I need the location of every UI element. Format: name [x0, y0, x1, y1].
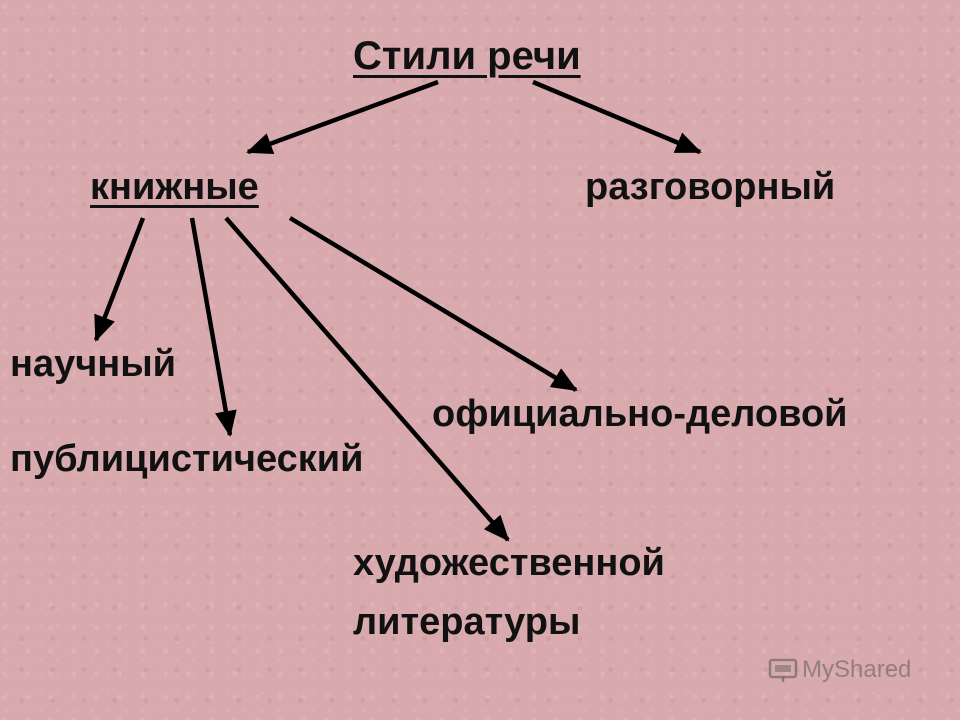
- node-scientific: научный: [10, 343, 177, 385]
- arrow-bookish-to-artistic: [224, 216, 510, 542]
- node-official: официально-деловой: [432, 393, 848, 435]
- projector-icon: [768, 658, 798, 682]
- arrow-title-to-colloquial: [532, 79, 702, 155]
- arrow-bookish-to-publicistic: [189, 217, 237, 437]
- node-artistic-line2: литературы: [353, 601, 581, 643]
- node-artistic-line1: художественной: [353, 542, 665, 584]
- watermark: MyShared: [768, 656, 911, 684]
- arrow-bookish-to-official: [288, 216, 578, 392]
- arrow-bookish-to-scientific: [93, 217, 146, 342]
- arrow-title-to-bookish: [246, 79, 439, 155]
- watermark-text: MyShared: [802, 656, 912, 683]
- node-colloquial: разговорный: [585, 166, 836, 208]
- node-publicistic: публицистический: [10, 438, 364, 480]
- node-bookish: книжные: [90, 166, 259, 208]
- diagram-title: Стили речи: [353, 34, 581, 78]
